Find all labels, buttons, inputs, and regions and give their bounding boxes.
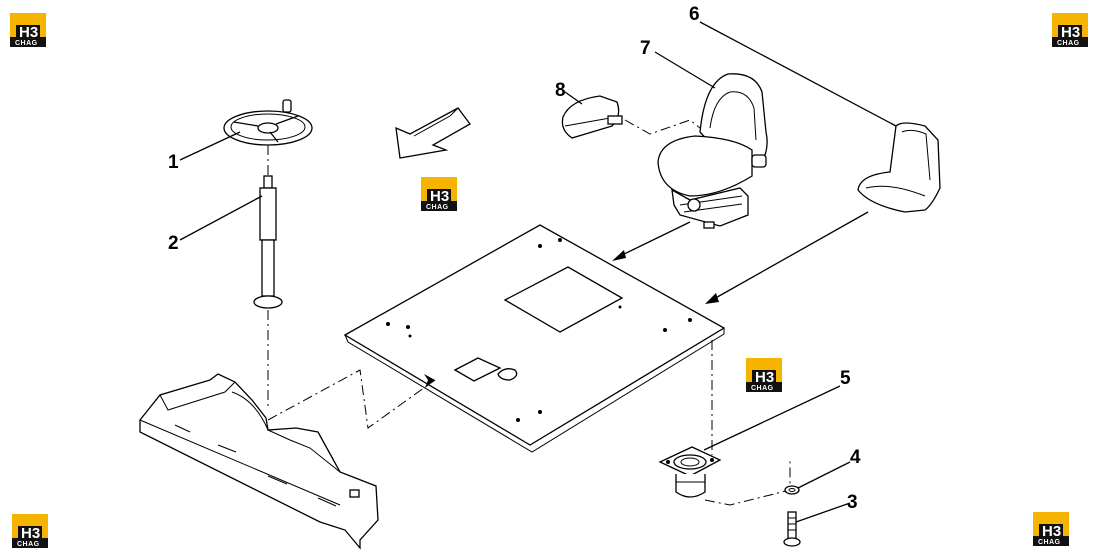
svg-text:H3: H3 (1061, 24, 1080, 41)
seat-shell-part (857, 122, 941, 213)
svg-text:CHAG: CHAG (751, 385, 774, 392)
svg-text:CHAG: CHAG (1038, 539, 1061, 546)
svg-text:H3: H3 (19, 24, 38, 41)
floor-plate-part (343, 224, 726, 453)
direction-arrow-icon (395, 107, 471, 159)
operator-seat-part (657, 73, 768, 229)
leader-lines (179, 21, 897, 523)
svg-text:H3: H3 (430, 188, 449, 205)
callout-1: 1 (168, 152, 179, 173)
isolator-mount-part (658, 446, 722, 498)
svg-text:H3: H3 (21, 525, 40, 542)
svg-text:CHAG: CHAG (426, 204, 449, 211)
steering-wheel-part (223, 99, 313, 146)
callout-6: 6 (689, 4, 700, 25)
callout-8: 8 (555, 80, 566, 101)
steering-column-part (253, 145, 283, 408)
mount-to-bolt-line (704, 460, 791, 506)
dashboard-to-floor-line (267, 369, 436, 429)
watermark-logo-top-right: H3 CHAG (1052, 13, 1088, 47)
svg-text:H3: H3 (1042, 523, 1061, 540)
bolt-part (783, 511, 801, 547)
callout-5: 5 (840, 368, 851, 389)
watermark-logo-right-middle: H3 CHAG (746, 358, 782, 392)
svg-text:CHAG: CHAG (1057, 40, 1080, 47)
dashboard-cover-part (139, 373, 379, 550)
callout-3: 3 (847, 492, 858, 513)
callout-2: 2 (168, 233, 179, 254)
watermark-logo-bottom-right: H3 CHAG (1033, 512, 1069, 546)
callout-7: 7 (640, 38, 651, 59)
seat-to-floor-arrow (617, 221, 691, 258)
svg-text:H3: H3 (755, 369, 774, 386)
svg-text:CHAG: CHAG (17, 541, 40, 548)
watermark-logo-top-left: H3 CHAG (10, 13, 46, 47)
watermark-logo-bottom-left: H3 CHAG (12, 514, 48, 548)
shell-to-floor-arrow (711, 211, 869, 301)
svg-text:CHAG: CHAG (15, 40, 38, 47)
callout-4: 4 (850, 447, 861, 468)
watermark-logo-center: H3 CHAG (421, 177, 457, 211)
armrest-part (561, 95, 701, 139)
washer-part (784, 485, 800, 495)
